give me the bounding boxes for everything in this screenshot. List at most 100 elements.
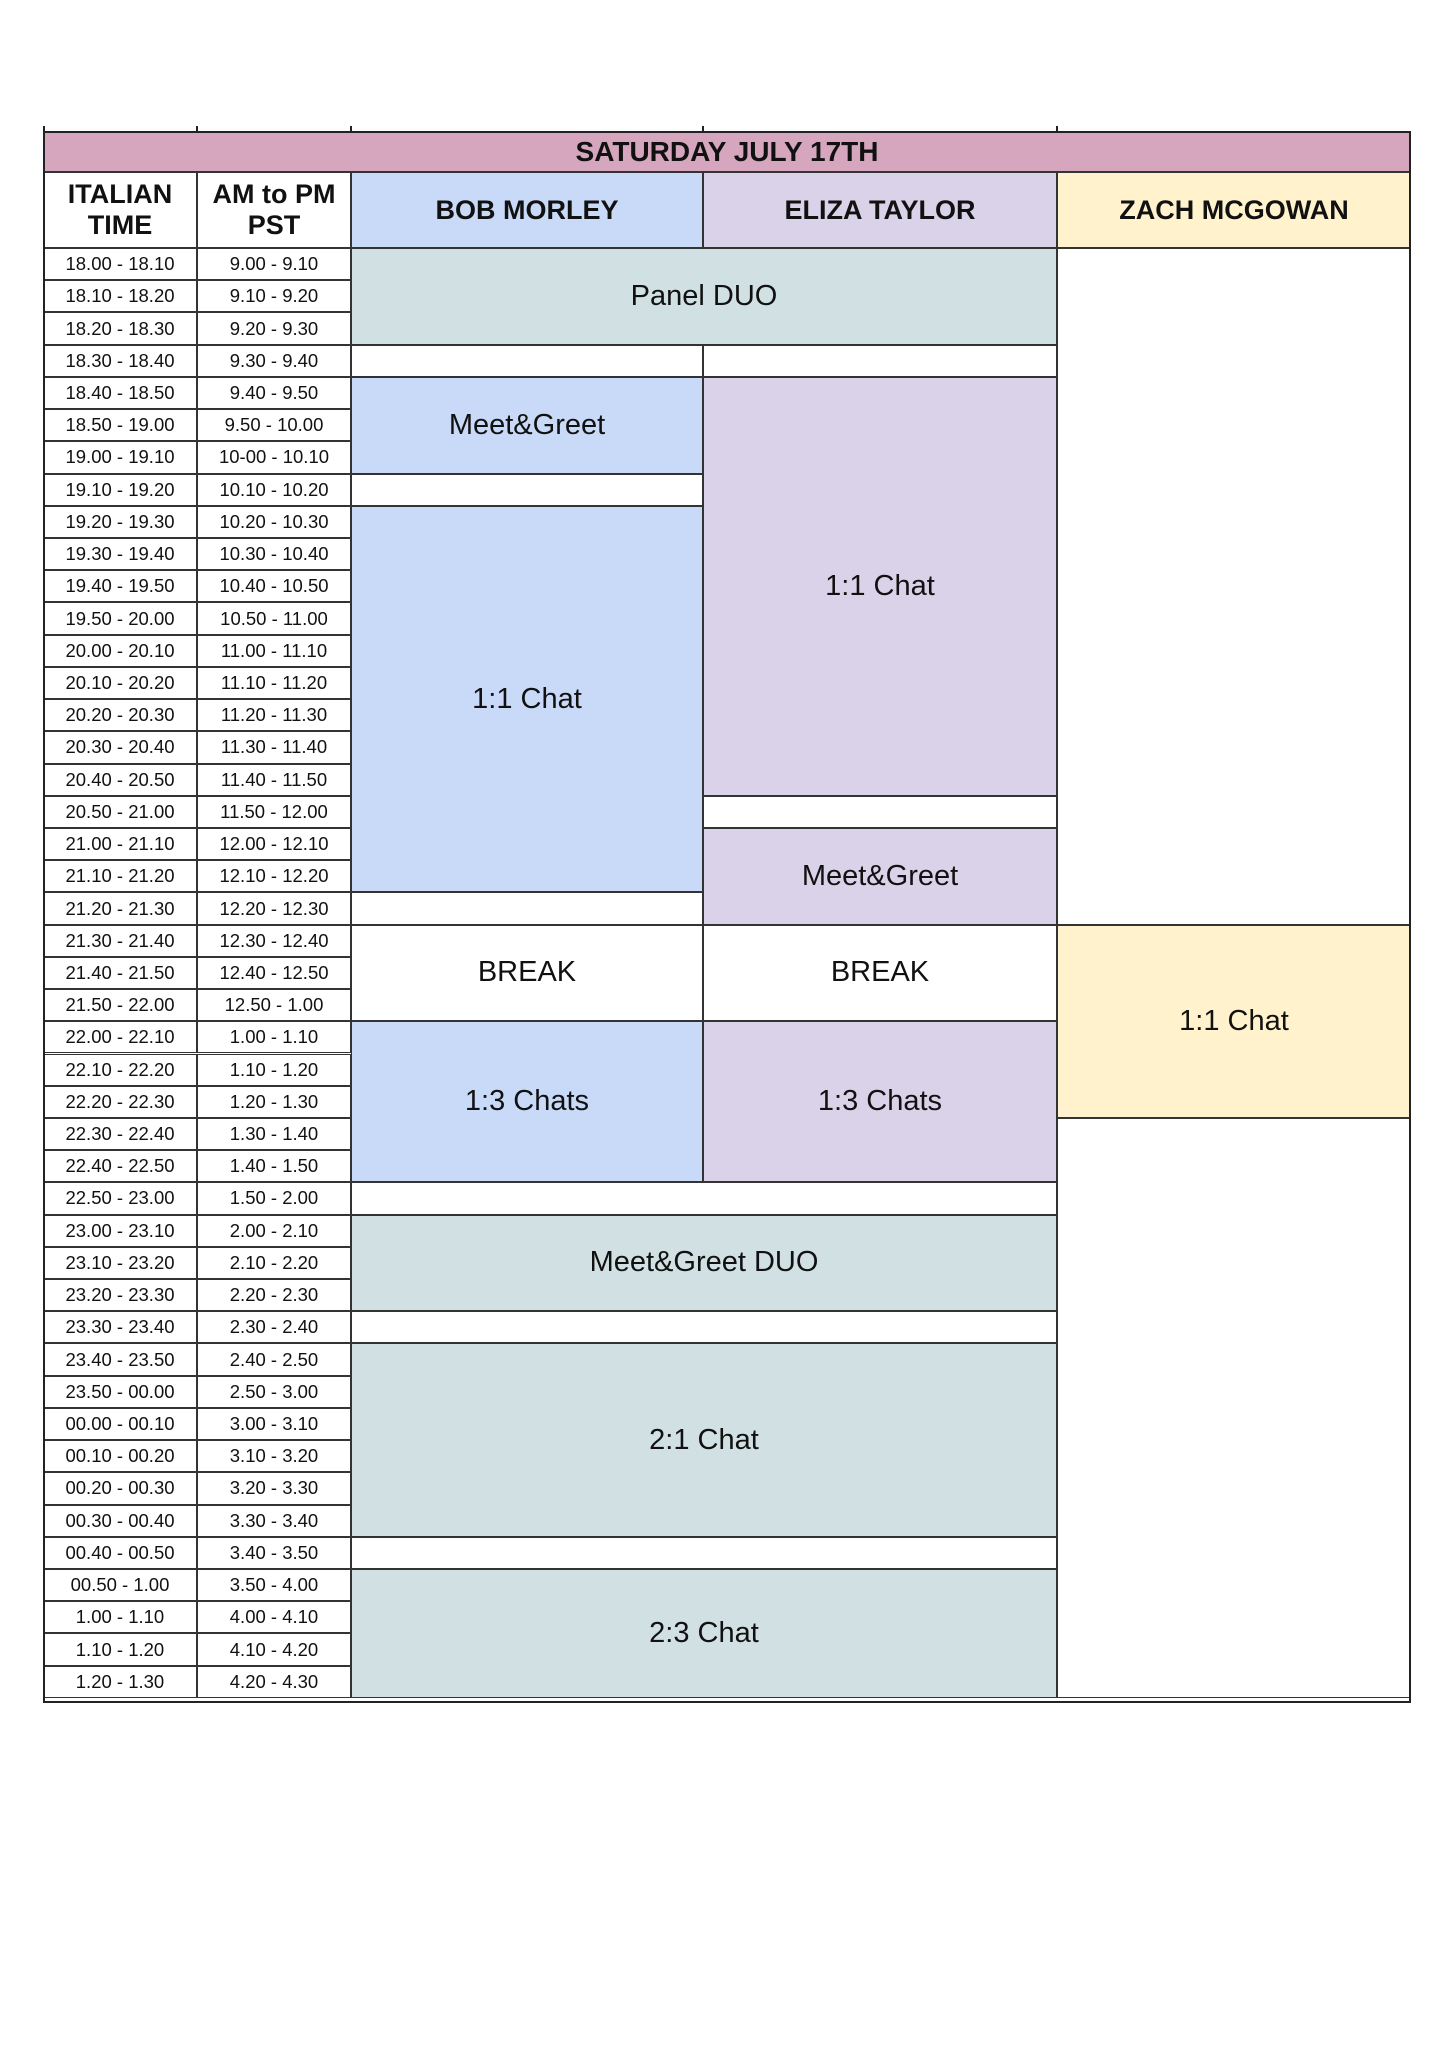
pst-time-cell: 4.00 - 4.10 [197, 1601, 351, 1634]
empty-slot [351, 1536, 1057, 1570]
event-block: Panel DUO [351, 248, 1057, 345]
italian-time-cell: 1.20 - 1.30 [43, 1665, 197, 1698]
italian-time-cell: 21.30 - 21.40 [43, 924, 197, 957]
italian-time-cell: 19.40 - 19.50 [43, 570, 197, 603]
border-tick [43, 126, 45, 132]
pst-time-cell: 12.50 - 1.00 [197, 989, 351, 1022]
italian-time-cell: 23.10 - 23.20 [43, 1246, 197, 1280]
pst-time-cell: 10.20 - 10.30 [197, 505, 351, 538]
pst-time-cell: 10.40 - 10.50 [197, 570, 351, 603]
italian-time-cell: 20.10 - 20.20 [43, 666, 197, 700]
header-zach-mcgowan: ZACH MCGOWAN [1057, 172, 1411, 248]
pst-time-cell: 9.10 - 9.20 [197, 280, 351, 313]
italian-time-cell: 18.50 - 19.00 [43, 409, 197, 442]
italian-time-cell: 00.50 - 1.00 [43, 1569, 197, 1602]
italian-time-cell: 20.30 - 20.40 [43, 731, 197, 764]
italian-time-cell: 18.40 - 18.50 [43, 376, 197, 410]
pst-time-cell: 12.10 - 12.20 [197, 860, 351, 893]
header-eliza-taylor: ELIZA TAYLOR [703, 172, 1057, 248]
border-tick [196, 126, 198, 132]
border-tick [350, 126, 352, 132]
pst-time-cell: 12.20 - 12.30 [197, 892, 351, 925]
italian-time-cell: 21.00 - 21.10 [43, 827, 197, 861]
event-block: BREAK [351, 924, 703, 1022]
schedule-table: SATURDAY JULY 17TH ITALIAN TIME AM to PM… [43, 126, 1411, 1703]
pst-time-cell: 3.50 - 4.00 [197, 1569, 351, 1602]
italian-time-cell: 22.30 - 22.40 [43, 1117, 197, 1151]
italian-time-cell: 22.50 - 23.00 [43, 1182, 197, 1215]
pst-time-cell: 3.30 - 3.40 [197, 1504, 351, 1537]
italian-time-cell: 20.40 - 20.50 [43, 763, 197, 796]
event-block: 1:3 Chats [351, 1021, 703, 1183]
italian-time-cell: 18.00 - 18.10 [43, 248, 197, 281]
border-tick [1056, 126, 1058, 132]
italian-time-cell: 00.30 - 00.40 [43, 1504, 197, 1537]
event-block: Meet&Greet [351, 376, 703, 474]
italian-time-cell: 19.50 - 20.00 [43, 602, 197, 635]
pst-time-cell: 10.10 - 10.20 [197, 473, 351, 506]
italian-time-cell: 23.00 - 23.10 [43, 1214, 197, 1247]
pst-time-cell: 2.20 - 2.30 [197, 1279, 351, 1312]
pst-time-cell: 12.00 - 12.10 [197, 827, 351, 861]
empty-slot [1057, 248, 1411, 925]
italian-time-cell: 21.20 - 21.30 [43, 892, 197, 925]
pst-time-cell: 3.00 - 3.10 [197, 1407, 351, 1441]
header-pst: AM to PM PST [197, 172, 351, 248]
italian-time-cell: 22.40 - 22.50 [43, 1150, 197, 1183]
pst-time-cell: 1.00 - 1.10 [197, 1021, 351, 1054]
empty-slot [703, 344, 1057, 377]
pst-time-cell: 9.20 - 9.30 [197, 312, 351, 345]
pst-time-cell: 2.00 - 2.10 [197, 1214, 351, 1247]
italian-time-cell: 18.20 - 18.30 [43, 312, 197, 345]
empty-slot [703, 795, 1057, 828]
italian-time-cell: 22.20 - 22.30 [43, 1085, 197, 1118]
pst-time-cell: 2.30 - 2.40 [197, 1311, 351, 1344]
pst-time-cell: 9.30 - 9.40 [197, 344, 351, 377]
pst-time-cell: 12.40 - 12.50 [197, 956, 351, 990]
pst-time-cell: 11.40 - 11.50 [197, 763, 351, 796]
italian-time-cell: 23.20 - 23.30 [43, 1279, 197, 1312]
pst-time-cell: 4.20 - 4.30 [197, 1665, 351, 1698]
italian-time-cell: 18.30 - 18.40 [43, 344, 197, 377]
italian-time-cell: 22.00 - 22.10 [43, 1021, 197, 1054]
event-block: 1:1 Chat [703, 376, 1057, 796]
pst-time-cell: 1.50 - 2.00 [197, 1182, 351, 1215]
empty-slot [351, 1182, 1057, 1215]
italian-time-cell: 19.00 - 19.10 [43, 441, 197, 474]
event-block: 1:1 Chat [1057, 924, 1411, 1118]
italian-time-cell: 21.40 - 21.50 [43, 956, 197, 990]
pst-time-cell: 11.30 - 11.40 [197, 731, 351, 764]
italian-time-cell: 19.20 - 19.30 [43, 505, 197, 538]
event-block: Meet&Greet [703, 827, 1057, 925]
empty-slot [351, 344, 703, 377]
italian-time-cell: 00.00 - 00.10 [43, 1407, 197, 1441]
pst-time-cell: 9.00 - 9.10 [197, 248, 351, 281]
pst-time-cell: 11.20 - 11.30 [197, 699, 351, 732]
italian-time-cell: 23.50 - 00.00 [43, 1375, 197, 1408]
italian-time-cell: 00.10 - 00.20 [43, 1440, 197, 1473]
pst-time-cell: 1.30 - 1.40 [197, 1117, 351, 1151]
pst-time-cell: 3.10 - 3.20 [197, 1440, 351, 1473]
pst-time-cell: 1.10 - 1.20 [197, 1053, 351, 1086]
pst-time-cell: 11.50 - 12.00 [197, 795, 351, 828]
pst-time-cell: 10.30 - 10.40 [197, 537, 351, 571]
italian-time-cell: 00.40 - 00.50 [43, 1536, 197, 1570]
empty-slot [351, 1311, 1057, 1344]
schedule-title: SATURDAY JULY 17TH [43, 131, 1411, 172]
event-block: 2:1 Chat [351, 1343, 1057, 1537]
pst-time-cell: 10-00 - 10.10 [197, 441, 351, 474]
italian-time-cell: 21.50 - 22.00 [43, 989, 197, 1022]
pst-time-cell: 2.50 - 3.00 [197, 1375, 351, 1408]
italian-time-cell: 18.10 - 18.20 [43, 280, 197, 313]
italian-time-cell: 19.30 - 19.40 [43, 537, 197, 571]
pst-time-cell: 1.20 - 1.30 [197, 1085, 351, 1118]
italian-time-cell: 23.40 - 23.50 [43, 1343, 197, 1376]
pst-time-cell: 3.40 - 3.50 [197, 1536, 351, 1570]
pst-time-cell: 9.50 - 10.00 [197, 409, 351, 442]
pst-time-cell: 2.40 - 2.50 [197, 1343, 351, 1376]
event-block: 1:3 Chats [703, 1021, 1057, 1183]
header-bob-morley: BOB MORLEY [351, 172, 703, 248]
empty-slot [351, 892, 703, 925]
event-block: Meet&Greet DUO [351, 1214, 1057, 1312]
pst-time-cell: 2.10 - 2.20 [197, 1246, 351, 1280]
